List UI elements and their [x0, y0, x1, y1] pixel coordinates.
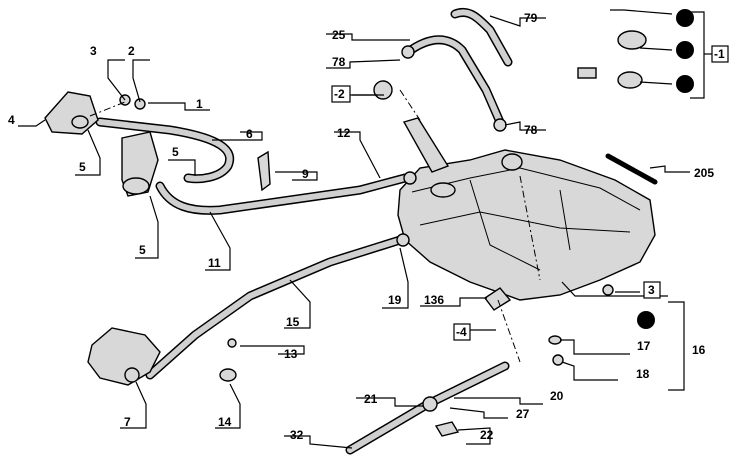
- marker-dot: [676, 75, 694, 93]
- hose-15[interactable]: [145, 235, 405, 380]
- marker-dot: [637, 311, 655, 329]
- boxed-ref-4-label: -4: [456, 325, 467, 339]
- callout-4: 4: [8, 113, 15, 127]
- callout-205: 205: [694, 166, 714, 180]
- callout-1: 1: [196, 97, 203, 111]
- callout-2: 2: [128, 44, 135, 58]
- callout-21: 21: [364, 392, 378, 406]
- callout-labels: 3 2 1 4 5 5 5 6 9 11 12 25 78 79 78 205 …: [8, 11, 714, 442]
- callout-16: 16: [692, 343, 706, 357]
- callout-9: 9: [302, 167, 309, 181]
- callout-13: 13: [284, 347, 298, 361]
- filler-neck-tube[interactable]: [402, 117, 450, 173]
- hose-79[interactable]: [450, 8, 513, 67]
- callout-5b: 5: [172, 145, 179, 159]
- callout-136: 136: [424, 293, 444, 307]
- hose-25[interactable]: [403, 35, 505, 127]
- boxed-ref-4[interactable]: -4: [453, 323, 471, 341]
- boxed-ref-2[interactable]: -2: [331, 85, 351, 103]
- callout-78b: 78: [524, 123, 538, 137]
- regulator-4[interactable]: [44, 91, 99, 135]
- fuel-pump-7[interactable]: [87, 327, 161, 386]
- callout-25: 25: [332, 28, 346, 42]
- callout-12: 12: [337, 126, 351, 140]
- rod-205[interactable]: [605, 153, 658, 185]
- marker-dot: [676, 41, 694, 59]
- callout-3: 3: [90, 44, 97, 58]
- callout-19: 19: [388, 293, 402, 307]
- hose-11-12[interactable]: [155, 173, 410, 215]
- callout-5c: 5: [139, 243, 146, 257]
- callout-7: 7: [124, 415, 131, 429]
- fuel-tank[interactable]: [397, 149, 656, 301]
- marker-dot: [676, 9, 694, 27]
- boxed-ref-1-label: -1: [714, 47, 725, 61]
- callout-20: 20: [550, 389, 564, 403]
- boxed-ref-1[interactable]: -1: [711, 45, 729, 63]
- callout-18: 18: [636, 367, 650, 381]
- callout-17: 17: [637, 339, 651, 353]
- callout-14: 14: [218, 415, 232, 429]
- leader-lines: [18, 9, 712, 449]
- fuel-filter-5[interactable]: [121, 131, 159, 197]
- callout-27: 27: [516, 407, 530, 421]
- boxed-ref-2-label: -2: [334, 87, 345, 101]
- callout-6: 6: [246, 127, 253, 141]
- fuel-sender-unit[interactable]: [577, 30, 647, 89]
- callout-78a: 78: [332, 55, 346, 69]
- clip-parts[interactable]: [119, 45, 614, 437]
- callout-15: 15: [286, 315, 300, 329]
- callout-79: 79: [524, 11, 538, 25]
- hose-6[interactable]: [95, 117, 234, 184]
- callout-5a: 5: [79, 160, 86, 174]
- callout-22: 22: [480, 428, 494, 442]
- callout-32: 32: [290, 428, 304, 442]
- callout-11: 11: [208, 256, 221, 270]
- boxed-ref-3-label: 3: [648, 283, 655, 297]
- boxed-ref-3[interactable]: 3: [643, 281, 661, 299]
